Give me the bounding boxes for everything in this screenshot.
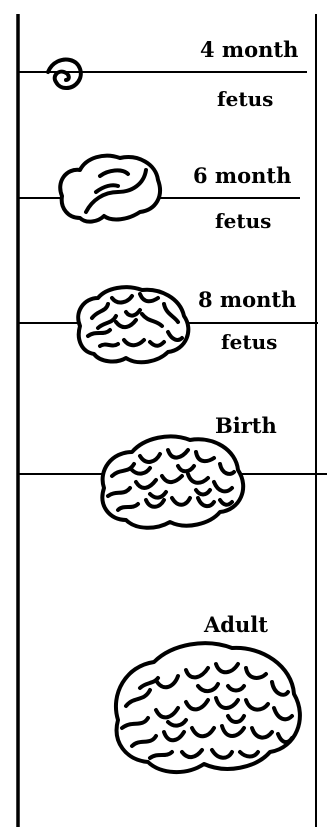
stage-8-month-sublabel: fetus	[221, 330, 277, 354]
stage-4-month-label: 4 month	[200, 37, 298, 62]
stage-adult-label: Adult	[203, 612, 268, 637]
stage-birth-label: Birth	[215, 413, 277, 438]
stage-adult: Adult	[116, 612, 300, 772]
stage-6-month: 6 month fetus	[60, 156, 291, 233]
brain-6-month-icon	[60, 156, 160, 222]
stage-8-month: 8 month fetus	[78, 287, 296, 362]
stage-6-month-sublabel: fetus	[215, 209, 271, 233]
stage-8-month-label: 8 month	[198, 287, 296, 312]
brain-adult-icon	[116, 643, 300, 772]
stage-birth: Birth	[102, 413, 276, 528]
brain-4-month-icon	[48, 60, 81, 89]
stage-4-month-sublabel: fetus	[217, 87, 273, 111]
stage-6-month-label: 6 month	[193, 163, 291, 188]
stage-4-month: 4 month fetus	[48, 37, 298, 111]
brain-birth-icon	[102, 436, 243, 527]
brain-8-month-icon	[78, 287, 188, 362]
stage-dividers	[18, 72, 327, 474]
